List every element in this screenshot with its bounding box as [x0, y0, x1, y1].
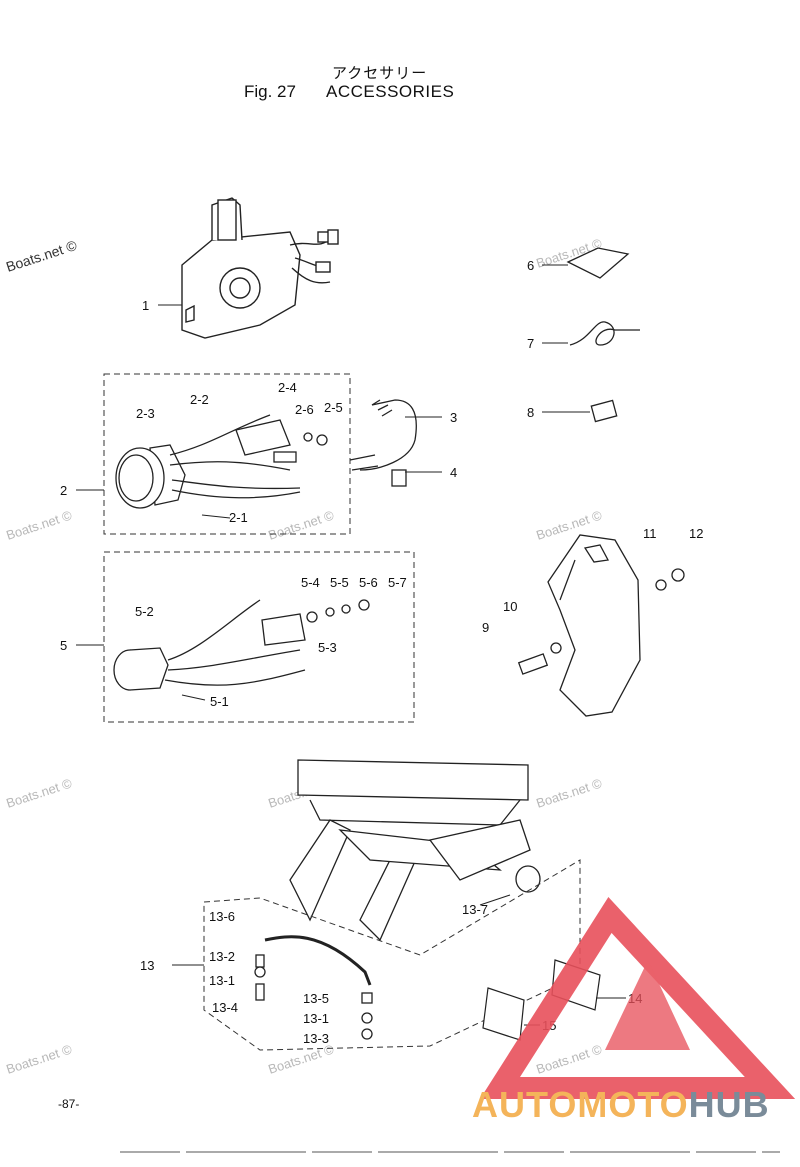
figure-number: Fig. 27 [244, 82, 296, 101]
decal-15 [482, 987, 525, 1041]
callout-13-7: 13-7 [462, 902, 488, 917]
callout-12: 12 [689, 526, 703, 541]
callout-8: 8 [527, 405, 534, 420]
watermarks: Boats.net © Boats.net © Boats.net © Boat… [4, 235, 604, 1076]
callout-13-3: 13-3 [303, 1031, 329, 1046]
group-box-meter-kit [103, 551, 415, 723]
logo-text-part2: HUB [688, 1084, 770, 1125]
callout-5-7: 5-7 [388, 575, 407, 590]
callout-2-5: 2-5 [324, 400, 343, 415]
watermark: Boats.net © [534, 775, 604, 810]
callout-5: 5 [60, 638, 67, 653]
callout-6: 6 [527, 258, 534, 273]
tachometer-gauge [115, 414, 328, 509]
callout-13-1b: 13-1 [303, 1011, 329, 1026]
callout-5-2: 5-2 [135, 604, 154, 619]
callout-10: 10 [503, 599, 517, 614]
clamp-bracket [517, 534, 685, 717]
watermark: Boats.net © [4, 507, 74, 542]
remote-control-box [181, 197, 339, 339]
callout-9: 9 [482, 620, 489, 635]
watermark: Boats.net © [4, 1041, 74, 1076]
sleeve [590, 399, 618, 423]
callout-2-6: 2-6 [295, 402, 314, 417]
callout-13-4: 13-4 [212, 1000, 238, 1015]
leader-lines [76, 264, 626, 1026]
watermark: Boats.net © [4, 775, 74, 810]
callout-3: 3 [450, 410, 457, 425]
callout-13: 13 [140, 958, 154, 973]
spring [569, 321, 640, 346]
logo-text-part1: AUTOMOTO [472, 1084, 689, 1125]
callout-labels: 1 2 2-1 2-2 2-3 2-4 2-5 2-6 3 4 5 5-1 5-… [60, 258, 703, 1046]
callout-1: 1 [142, 298, 149, 313]
callout-5-4: 5-4 [301, 575, 320, 590]
small-accessories [566, 247, 640, 423]
callout-13-6: 13-6 [209, 909, 235, 924]
callout-13-5: 13-5 [303, 991, 329, 1006]
callout-13-1a: 13-1 [209, 973, 235, 988]
title-japanese: アクセサリー [332, 64, 428, 82]
callout-5-1: 5-1 [210, 694, 229, 709]
callout-13-2: 13-2 [209, 949, 235, 964]
decal-pad [566, 247, 630, 279]
callout-5-3: 5-3 [318, 640, 337, 655]
group-box-trim-kit [203, 859, 581, 1051]
callout-2: 2 [60, 483, 67, 498]
callout-2-4: 2-4 [278, 380, 297, 395]
callout-5-6: 5-6 [359, 575, 378, 590]
figure-title: ACCESSORIES [326, 82, 455, 101]
engine-lower-mount [254, 759, 541, 1040]
wire-harness [349, 399, 417, 487]
group-box-gauge-kit [103, 373, 351, 535]
page-number: -87- [58, 1097, 80, 1111]
hour-meter-gauge [113, 599, 370, 691]
watermark: Boats.net © [534, 1041, 604, 1076]
callout-5-5: 5-5 [330, 575, 349, 590]
automotohub-logo-mark [479, 897, 796, 1099]
callout-7: 7 [527, 336, 534, 351]
callout-2-2: 2-2 [190, 392, 209, 407]
callout-2-3: 2-3 [136, 406, 155, 421]
callout-2-1: 2-1 [229, 510, 248, 525]
watermark: Boats.net © [266, 1041, 336, 1076]
callout-4: 4 [450, 465, 457, 480]
watermark: Boats.net © [4, 237, 79, 275]
automotohub-logo-text: AUTOMOTOHUB [472, 1084, 770, 1126]
watermark: Boats.net © [266, 507, 336, 542]
callout-11: 11 [643, 526, 657, 541]
